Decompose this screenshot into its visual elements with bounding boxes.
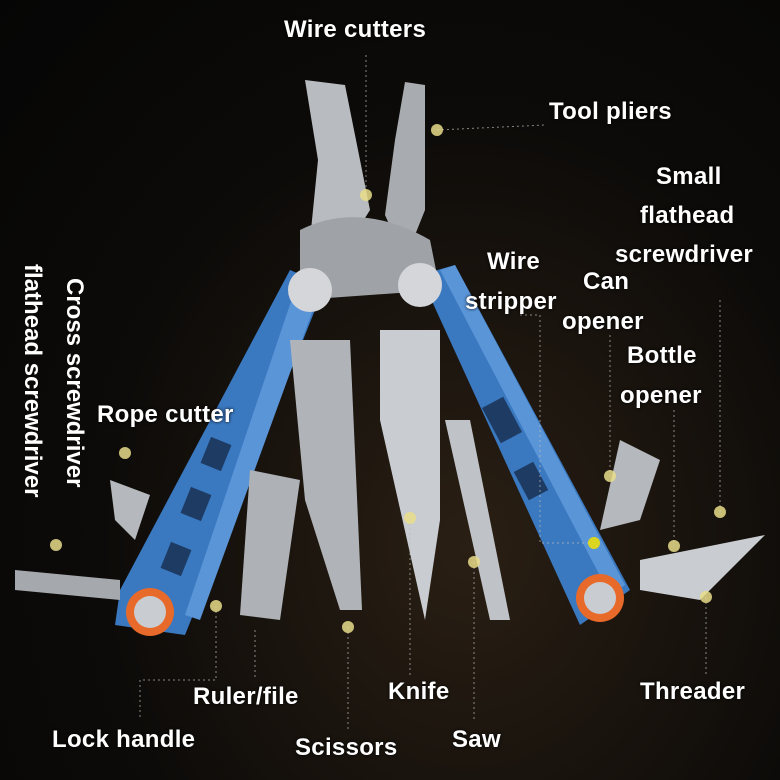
scissors-blade [290,340,362,610]
label-knife: Knife [388,678,450,705]
label-ruler-file: Ruler/file [193,683,299,710]
cross-screwdriver-bit [15,570,120,600]
label-small-flathead-2: flathead [640,202,735,229]
label-wire-stripper-1: Wire [487,248,540,275]
label-can-opener-1: Can [583,268,630,295]
leader-lines [139,55,721,730]
label-can-opener-2: opener [562,308,644,335]
label-rope-cutter: Rope cutter [97,401,234,428]
ruler-file [240,470,300,620]
saw-blade [445,420,510,620]
rope-cutter-hook [110,480,150,540]
label-small-flathead-3: screwdriver [615,241,754,268]
label-bottle-opener-1: Bottle [627,342,697,369]
left-handle [115,268,332,636]
label-bottle-opener-2: opener [620,382,702,409]
callout-dots [50,124,726,633]
right-handle [398,263,630,625]
label-scissors: Scissors [295,734,398,761]
threader-blade [640,535,765,600]
label-cross-screwdriver: Cross screwdriver [61,278,88,488]
knife-blade [380,330,440,620]
label-wire-cutters: Wire cutters [284,16,427,43]
label-saw: Saw [452,726,501,753]
label-lock-handle: Lock handle [52,726,196,753]
label-wire-stripper-2: stripper [465,288,557,315]
can-opener-tool [600,440,660,530]
label-tool-pliers: Tool pliers [549,98,672,125]
label-threader: Threader [640,678,746,705]
label-flathead-screwdriver: flathead screwdriver [19,264,46,498]
label-small-flathead-1: Small [656,163,722,190]
